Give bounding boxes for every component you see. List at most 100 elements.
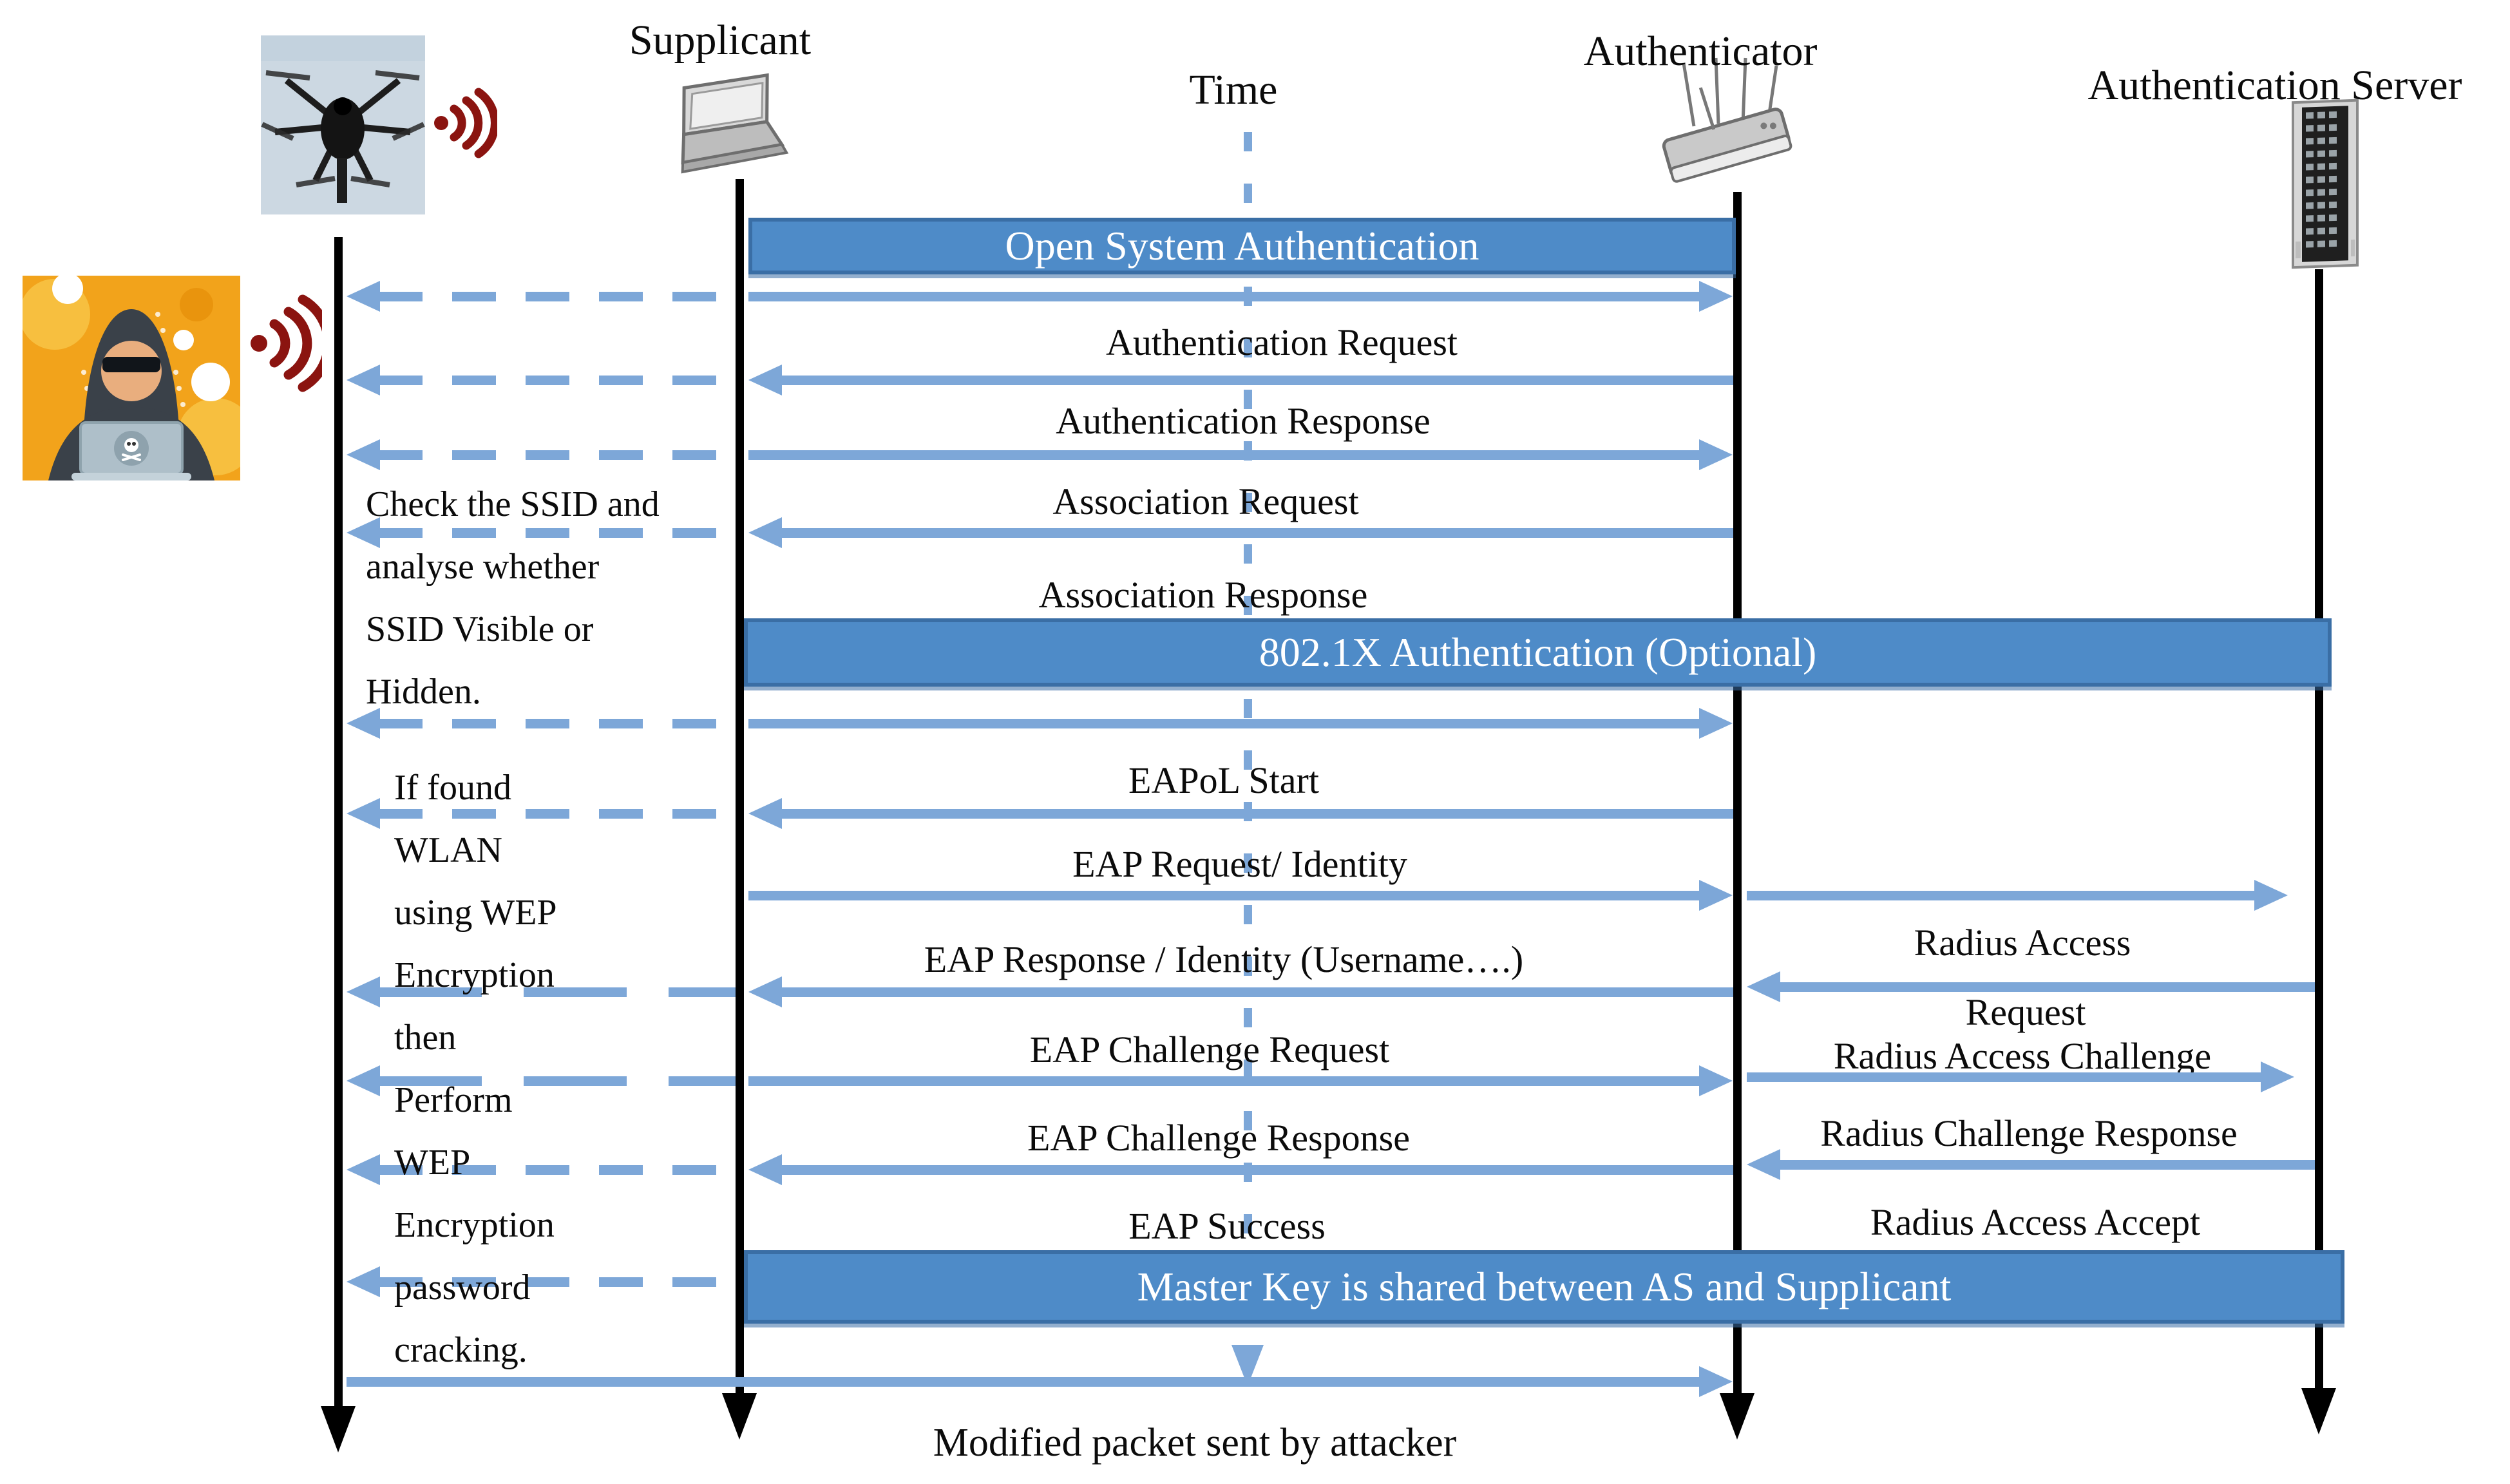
arrow-authentication-request-head-icon	[748, 365, 782, 395]
arrow-eap-challenge-response	[781, 1165, 1733, 1175]
arrow-eap-request-identity	[748, 891, 1700, 900]
lifeline-auth-server-arrowhead-icon	[2301, 1388, 2336, 1434]
lifeline-supplicant-arrowhead-icon	[722, 1393, 757, 1440]
actor-label-time: Time	[1189, 66, 1278, 113]
note-wep-line: Encryption	[394, 955, 555, 995]
arrow-radius-access-challenge	[1747, 1072, 2262, 1082]
arrow-radius-access-request-head-icon	[1747, 971, 1780, 1002]
message-authentication-response: Authentication Response	[1056, 400, 1431, 442]
arrow-8021x-right-head-icon	[1699, 708, 1733, 739]
drone-image	[261, 35, 425, 214]
footer-caption: Modified packet sent by attacker	[933, 1421, 1457, 1465]
arrow-open-system-right	[748, 292, 1700, 301]
message-radius-access-accept: Radius Access Accept	[1870, 1201, 2201, 1243]
banner-open-system-authentication: Open System Authentication	[748, 218, 1736, 274]
message-radius-access-challenge: Radius Access Challenge	[1833, 1035, 2212, 1077]
arrow-eap-challenge-request-head-icon	[1699, 1065, 1733, 1096]
arrow-8021x-right	[748, 719, 1700, 728]
sniff-arrow-master-key-head-icon	[347, 1266, 380, 1297]
sniff-arrow-8021x-head-icon	[347, 708, 380, 739]
laptop-icon	[651, 72, 808, 182]
sniff-arrow-eap-response-identity	[379, 987, 736, 997]
lifeline-authenticator	[1733, 192, 1742, 1393]
actor-label-authentication-server: Authentication Server	[2087, 62, 2462, 109]
arrow-modified-packet	[347, 1377, 1700, 1387]
message-association-response: Association Response	[1038, 574, 1368, 616]
note-wep-cracking: If found WLAN using WEP Encryption then …	[394, 757, 557, 1382]
sniff-arrow-eap-challenge-request-head-icon	[347, 1065, 380, 1096]
note-ssid-line: Hidden.	[366, 672, 481, 712]
arrow-radius-request-right-head-icon	[2254, 880, 2288, 911]
sniff-arrow-open-system-head-icon	[347, 281, 380, 312]
sniff-arrow-open-system	[379, 292, 736, 301]
banner-open-system-label: Open System Authentication	[1005, 223, 1479, 269]
arrow-authentication-response-head-icon	[1699, 439, 1733, 470]
actor-label-authenticator: Authenticator	[1583, 28, 1818, 75]
sniff-arrow-authentication-response	[379, 450, 736, 460]
note-ssid-line: analyse whether	[366, 547, 600, 587]
arrow-eap-challenge-response-head-icon	[748, 1154, 782, 1185]
banner-8021x-authentication: 802.1X Authentication (Optional)	[744, 618, 2332, 687]
sniff-arrow-authentication-request-head-icon	[347, 365, 380, 395]
arrow-eap-request-identity-head-icon	[1699, 880, 1733, 911]
note-wep-line: password	[394, 1268, 531, 1308]
message-authentication-request: Authentication Request	[1105, 321, 1458, 363]
banner-master-key: Master Key is shared between AS and Supp…	[744, 1250, 2344, 1324]
arrow-radius-challenge-response-head-icon	[1747, 1149, 1780, 1180]
arrow-eap-response-identity-head-icon	[748, 976, 782, 1007]
sniff-arrow-eap-response-identity-head-icon	[347, 976, 380, 1007]
lifeline-authenticator-arrowhead-icon	[1720, 1393, 1754, 1440]
sniff-arrow-master-key	[379, 1277, 739, 1287]
note-wep-line: using WEP	[394, 893, 557, 933]
message-radius-access: Radius Access	[1914, 922, 2131, 964]
arrow-eap-response-identity	[781, 987, 1733, 997]
note-ssid-line: SSID Visible or	[366, 609, 594, 649]
sniff-arrow-authentication-response-head-icon	[347, 439, 380, 470]
attacker-wifi-icon	[250, 289, 322, 398]
note-wep-line: WLAN	[394, 830, 502, 870]
arrow-radius-challenge-response	[1779, 1160, 2315, 1170]
arrow-radius-access-request	[1779, 982, 2315, 992]
note-ssid-line: Check the SSID and	[366, 484, 660, 524]
message-radius-challenge-response: Radius Challenge Response	[1820, 1112, 2238, 1154]
note-wep-line: then	[394, 1018, 457, 1058]
message-eap-challenge-response: EAP Challenge Response	[1027, 1117, 1410, 1159]
drone-wifi-icon	[433, 85, 497, 161]
note-wep-line: Encryption	[394, 1205, 555, 1245]
sniff-arrow-authentication-request	[379, 376, 736, 385]
message-eap-response-identity: EAP Response / Identity (Username….)	[924, 938, 1524, 980]
message-radius-request: Request	[1965, 991, 2086, 1033]
sniff-arrow-eap-challenge-response	[379, 1165, 736, 1175]
router-icon	[1644, 57, 1814, 195]
sniff-arrow-association-request-head-icon	[347, 517, 380, 548]
note-wep-line: cracking.	[394, 1330, 528, 1370]
note-wep-line: Perform	[394, 1080, 513, 1120]
sniff-arrow-eapol-start	[379, 809, 736, 819]
message-eap-challenge-request: EAP Challenge Request	[1029, 1029, 1390, 1070]
hacker-image	[23, 276, 240, 480]
arrow-modified-packet-head-icon	[1699, 1366, 1733, 1397]
arrow-radius-access-challenge-head-icon	[2261, 1061, 2294, 1092]
banner-master-key-label: Master Key is shared between AS and Supp…	[1137, 1264, 1952, 1309]
sniff-arrow-eap-challenge-request	[379, 1076, 736, 1086]
note-ssid-check: Check the SSID and analyse whether SSID …	[366, 473, 660, 723]
message-eapol-start: EAPoL Start	[1128, 759, 1319, 801]
note-wep-line: If found	[394, 768, 511, 808]
lifeline-attacker-arrowhead-icon	[321, 1406, 356, 1452]
message-eap-success: EAP Success	[1128, 1205, 1326, 1247]
arrow-eap-challenge-request	[748, 1076, 1700, 1086]
sniff-arrow-association-request	[379, 528, 736, 538]
arrow-radius-request-right	[1747, 891, 2256, 900]
actor-label-supplicant: Supplicant	[629, 17, 812, 64]
lifeline-attacker	[334, 237, 343, 1406]
sniff-arrow-eapol-start-head-icon	[347, 798, 380, 829]
message-association-request: Association Request	[1052, 480, 1359, 522]
lifeline-supplicant	[736, 179, 744, 1393]
arrow-authentication-response	[748, 450, 1700, 460]
server-icon	[2279, 97, 2377, 276]
arrow-association-request-head-icon	[748, 517, 782, 548]
arrow-association-request	[781, 528, 1733, 538]
note-wep-line: WEP	[394, 1143, 471, 1183]
arrow-open-system-right-head-icon	[1699, 281, 1733, 312]
